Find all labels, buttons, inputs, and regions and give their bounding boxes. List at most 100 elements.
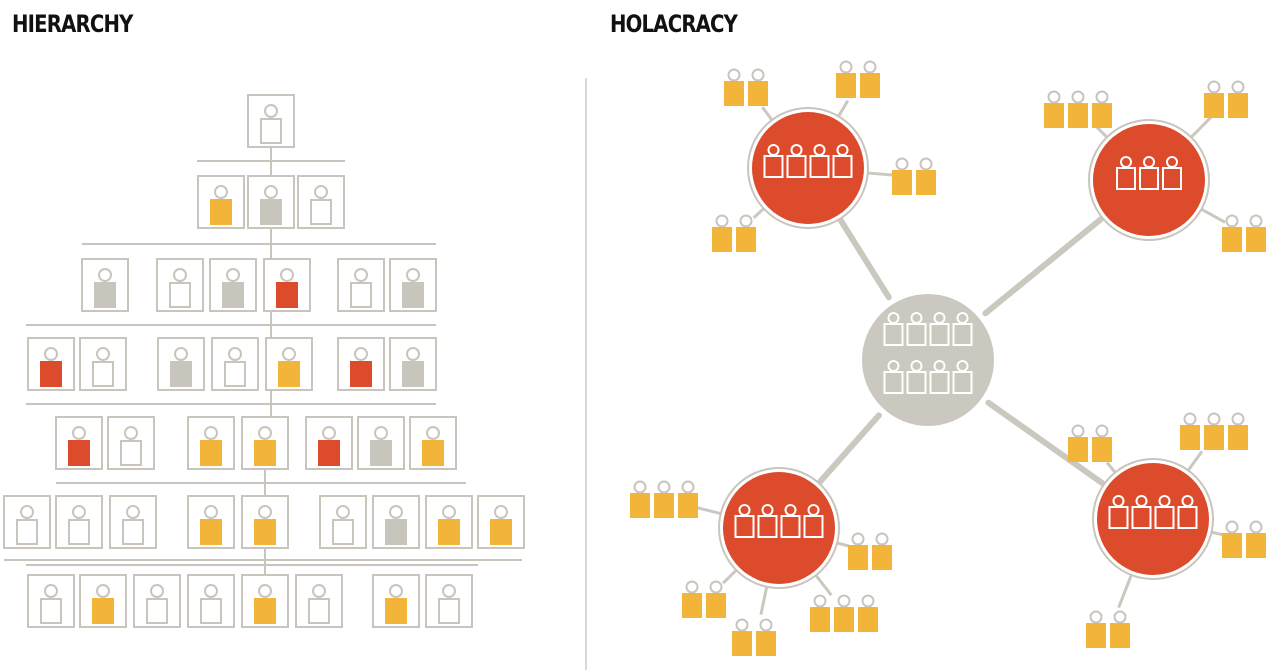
employee-box — [337, 258, 385, 312]
person-icon — [122, 505, 144, 545]
person-icon — [254, 584, 276, 624]
employee-box — [79, 337, 127, 391]
person-icon — [200, 584, 222, 624]
employee-box — [187, 574, 235, 628]
team-member-icon — [916, 157, 936, 195]
member-icon — [883, 360, 904, 394]
member-icon — [1154, 495, 1175, 529]
team-member-icon — [678, 480, 698, 518]
team-member-icon — [834, 594, 854, 632]
employee-box — [55, 495, 103, 549]
member-icon — [1177, 495, 1198, 529]
team-member-icon — [810, 594, 830, 632]
team-member-icon — [1110, 610, 1130, 648]
member-icon — [832, 144, 853, 178]
team-member-icon — [1068, 90, 1088, 128]
person-icon — [170, 347, 192, 387]
person-icon — [200, 505, 222, 545]
member-icon — [952, 360, 973, 394]
team-member-icon — [872, 532, 892, 570]
person-icon — [308, 584, 330, 624]
team-member-icon — [712, 214, 732, 252]
person-icon — [146, 584, 168, 624]
member-icon — [734, 504, 755, 538]
team-member-icon — [892, 157, 912, 195]
employee-box — [241, 416, 289, 470]
employee-box — [27, 337, 75, 391]
connector-line — [813, 572, 833, 596]
team-member-icon — [732, 618, 752, 656]
employee-box — [187, 416, 235, 470]
connector-line — [982, 216, 1104, 317]
person-icon — [332, 505, 354, 545]
team-member-icon — [724, 68, 744, 106]
person-icon — [276, 268, 298, 308]
employee-box — [372, 574, 420, 628]
employee-box — [27, 574, 75, 628]
person-icon — [350, 268, 372, 308]
team-member-icon — [706, 580, 726, 618]
person-icon — [385, 505, 407, 545]
member-icon — [906, 312, 927, 346]
connector-line — [1188, 116, 1213, 140]
person-icon — [438, 505, 460, 545]
member-icon — [1116, 156, 1136, 190]
person-icon — [402, 268, 424, 308]
person-icon — [40, 347, 62, 387]
person-icon — [438, 584, 460, 624]
connector-line — [1185, 450, 1204, 473]
team-member-icon — [736, 214, 756, 252]
employee-box — [156, 258, 204, 312]
employee-box — [295, 574, 343, 628]
team-member-icon — [756, 618, 776, 656]
employee-box — [357, 416, 405, 470]
team-member-icon — [1204, 412, 1224, 450]
person-icon — [254, 426, 276, 466]
person-icon — [318, 426, 340, 466]
connector-line — [837, 217, 892, 301]
team-circle — [1097, 463, 1209, 575]
team-member-icon — [860, 60, 880, 98]
person-icon — [210, 185, 232, 225]
employee-box — [211, 337, 259, 391]
member-icon — [1108, 495, 1129, 529]
team-member-icon — [1086, 610, 1106, 648]
employee-box — [389, 337, 437, 391]
person-icon — [260, 185, 282, 225]
employee-box — [79, 574, 127, 628]
employee-box — [157, 337, 205, 391]
person-icon — [94, 268, 116, 308]
connector-line — [1198, 206, 1226, 224]
connector-line — [985, 399, 1106, 487]
employee-box — [319, 495, 367, 549]
person-icon — [40, 584, 62, 624]
person-icon — [92, 347, 114, 387]
person-icon — [278, 347, 300, 387]
team-member-icon — [1228, 80, 1248, 118]
employee-box — [81, 258, 129, 312]
team-member-icon — [1222, 214, 1242, 252]
connector-line — [759, 584, 769, 615]
person-icon — [200, 426, 222, 466]
employee-box — [305, 416, 353, 470]
employee-box — [133, 574, 181, 628]
person-icon — [310, 185, 332, 225]
team-member-icon — [1068, 424, 1088, 462]
connector-line — [722, 567, 739, 585]
employee-box — [425, 495, 473, 549]
connector-line — [836, 99, 850, 119]
employee-box — [187, 495, 235, 549]
employee-box — [477, 495, 525, 549]
team-circle — [723, 472, 835, 584]
holacracy-diagram — [630, 60, 1266, 656]
person-icon — [385, 584, 407, 624]
team-member-icon — [1228, 412, 1248, 450]
member-icon — [786, 144, 807, 178]
employee-box — [372, 495, 420, 549]
team-member-icon — [1222, 520, 1242, 558]
team-member-icon — [1180, 412, 1200, 450]
employee-box — [265, 337, 313, 391]
member-icon — [1162, 156, 1182, 190]
employee-box — [55, 416, 103, 470]
